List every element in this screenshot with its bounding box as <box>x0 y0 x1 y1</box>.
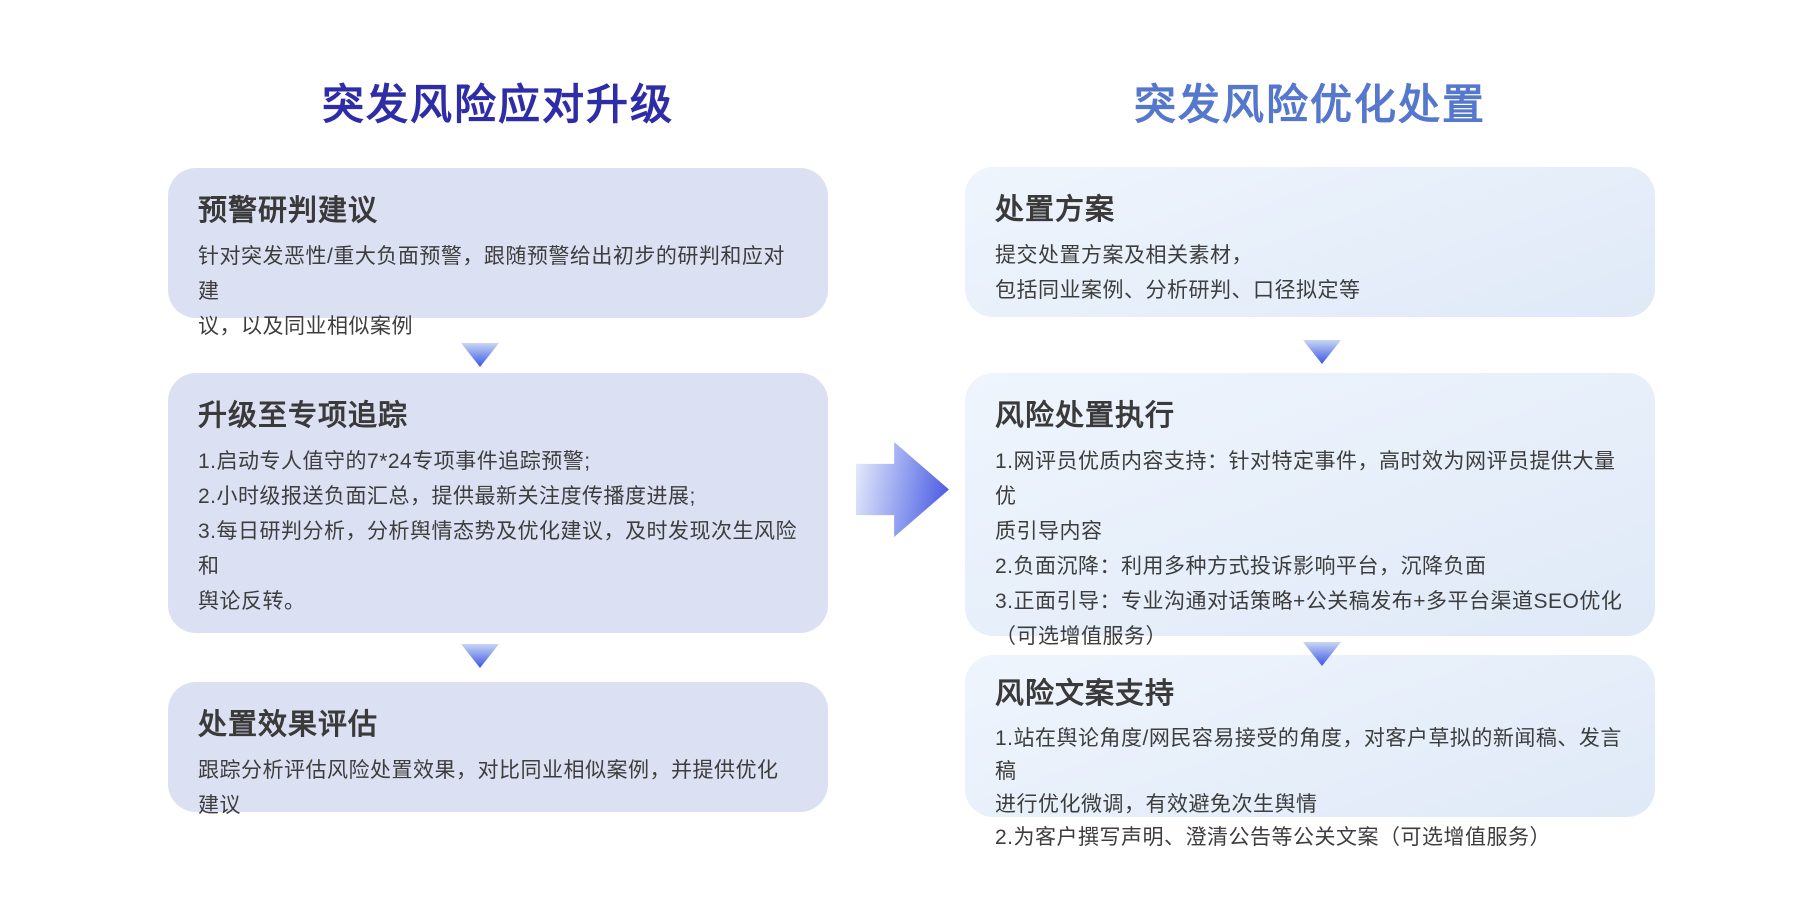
card-disposal-execution: 风险处置执行 1.网评员优质内容支持：针对特定事件，高时效为网评员提供大量优 质… <box>965 373 1655 648</box>
card-effect-evaluation: 处置效果评估 跟踪分析评估风险处置效果，对比同业相似案例，并提供优化建议 <box>168 682 828 817</box>
down-arrow-icon <box>1303 340 1341 364</box>
card-body: 提交处置方案及相关素材， 包括同业案例、分析研判、口径拟定等 <box>995 244 1361 302</box>
right-arrow-icon <box>856 442 949 537</box>
card-copywriting-support: 风险文案支持 1.站在舆论角度/网民容易接受的角度，对客户草拟的新闻稿、发言稿 … <box>965 655 1655 849</box>
card-title: 处置方案 <box>995 194 1116 226</box>
card-body: 1.站在舆论角度/网民容易接受的角度，对客户草拟的新闻稿、发言稿 进行优化微调，… <box>995 727 1622 849</box>
column-title-response-upgrade: 突发风险应对升级 <box>321 81 674 128</box>
card-special-tracking: 升级至专项追踪 1.启动专人值守的7*24专项事件追踪预警; 2.小时级报送负面… <box>168 373 828 633</box>
down-arrow-icon <box>461 644 499 668</box>
card-title: 风险处置执行 <box>995 400 1176 432</box>
card-title: 升级至专项追踪 <box>198 400 409 432</box>
card-body: 跟踪分析评估风险处置效果，对比同业相似案例，并提供优化建议 <box>198 759 779 817</box>
card-disposal-plan: 处置方案 提交处置方案及相关素材， 包括同业案例、分析研判、口径拟定等 <box>965 167 1655 317</box>
card-title: 风险文案支持 <box>995 678 1176 710</box>
card-body: 针对突发恶性/重大负面预警，跟随预警给出初步的研判和应对建 议，以及同业相似案例 <box>198 245 785 338</box>
card-title: 处置效果评估 <box>198 709 379 741</box>
column-title-optimized-handling: 突发风险优化处置 <box>1133 81 1486 128</box>
card-body: 1.启动专人值守的7*24专项事件追踪预警; 2.小时级报送负面汇总，提供最新关… <box>198 450 798 613</box>
card-title: 预警研判建议 <box>198 195 379 227</box>
card-body: 1.网评员优质内容支持：针对特定事件，高时效为网评员提供大量优 质引导内容 2.… <box>995 450 1623 648</box>
card-warning-judgment: 预警研判建议 针对突发恶性/重大负面预警，跟随预警给出初步的研判和应对建 议，以… <box>168 168 828 338</box>
down-arrow-icon <box>461 343 499 367</box>
